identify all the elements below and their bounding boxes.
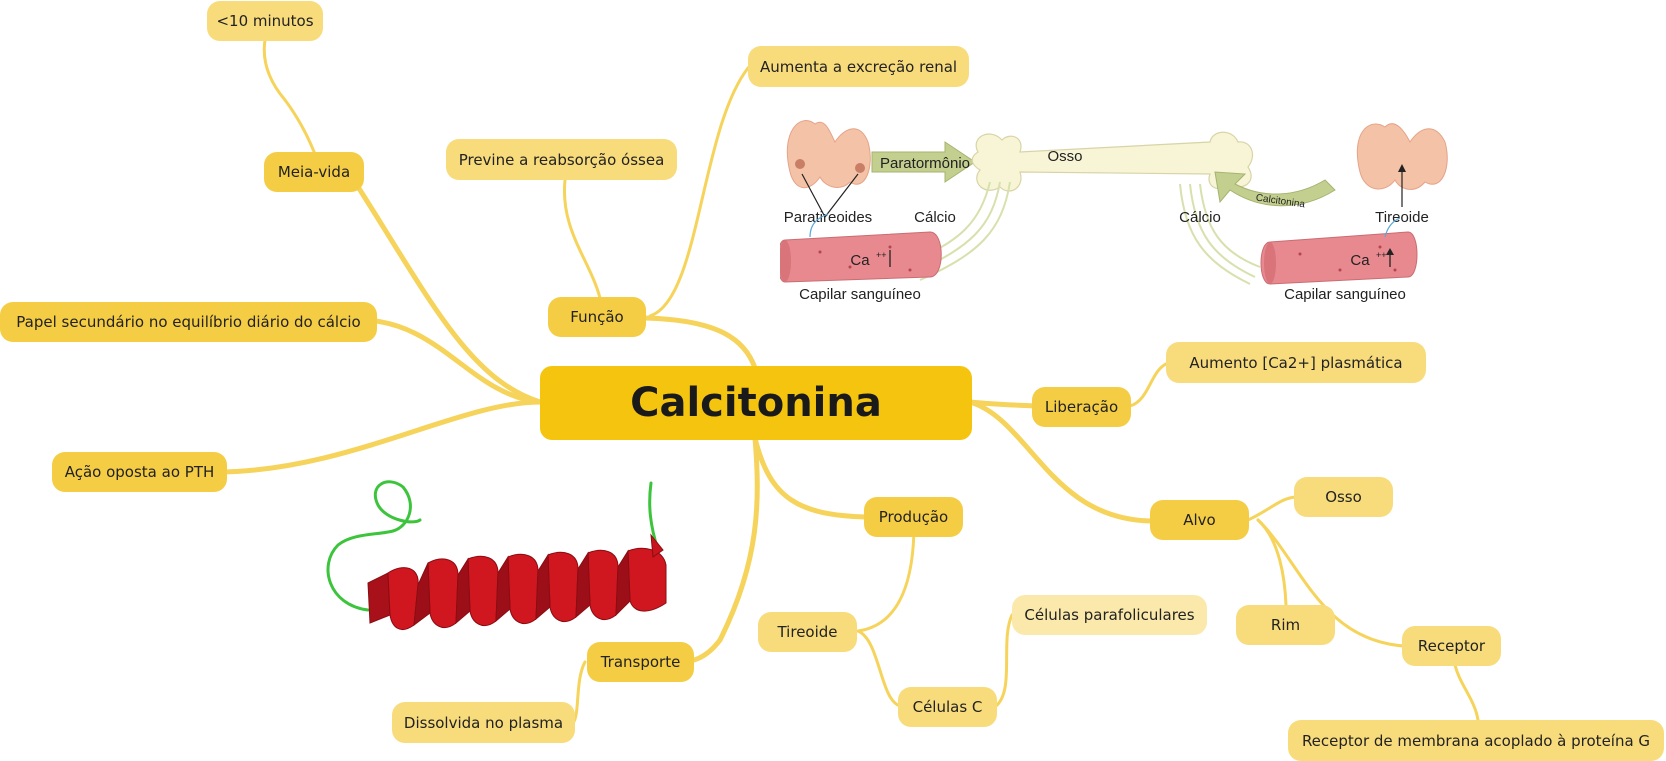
node-funcao[interactable]: Função bbox=[548, 297, 646, 337]
calcium-regulation-figure: Paratireoides Paratormônio Osso Cálcio C… bbox=[780, 120, 1448, 303]
calcitonin-helix-image bbox=[326, 480, 667, 630]
node-celulas-parafoliculares[interactable]: Células parafoliculares bbox=[1012, 595, 1207, 635]
calcio-right-label: Cálcio bbox=[1179, 209, 1221, 226]
node-dissolvida-plasma[interactable]: Dissolvida no plasma bbox=[392, 702, 575, 743]
ca-right-sup: ++ bbox=[1376, 250, 1387, 260]
paratireoides-label: Paratireoides bbox=[784, 209, 872, 226]
node-rim[interactable]: Rim bbox=[1236, 605, 1335, 645]
paratormonio-label: Paratormônio bbox=[880, 155, 970, 172]
node-receptor[interactable]: Receptor bbox=[1402, 626, 1501, 666]
node-liberacao[interactable]: Liberação bbox=[1032, 387, 1131, 427]
node-acao-oposta[interactable]: Ação oposta ao PTH bbox=[52, 452, 227, 492]
node-celulas-c[interactable]: Células C bbox=[898, 687, 997, 727]
node-transporte[interactable]: Transporte bbox=[587, 642, 694, 682]
capillary-right-icon bbox=[1260, 231, 1418, 285]
thyroid-gland-icon bbox=[1356, 123, 1448, 190]
ca-left-label: Ca bbox=[850, 252, 870, 269]
calcio-left-label: Cálcio bbox=[914, 209, 956, 226]
ca-right-label: Ca bbox=[1350, 252, 1370, 269]
node-aumenta-excrecao[interactable]: Aumenta a excreção renal bbox=[748, 46, 969, 87]
node-alvo[interactable]: Alvo bbox=[1150, 500, 1249, 540]
osso-label: Osso bbox=[1047, 148, 1082, 165]
node-papel-secundario[interactable]: Papel secundário no equilíbrio diário do… bbox=[0, 302, 377, 342]
node-meia-vida-child[interactable]: <10 minutos bbox=[207, 1, 323, 41]
bone-icon bbox=[971, 131, 1253, 192]
capillary-left-icon bbox=[780, 231, 942, 283]
central-topic[interactable]: Calcitonina bbox=[540, 366, 972, 440]
parathyroid-gland-icon bbox=[786, 120, 871, 189]
node-aumento-ca[interactable]: Aumento [Ca2+] plasmática bbox=[1166, 342, 1426, 383]
node-meia-vida[interactable]: Meia-vida bbox=[264, 152, 364, 192]
ca-left-sup: ++ bbox=[876, 250, 887, 260]
node-receptor-membrana[interactable]: Receptor de membrana acoplado à proteína… bbox=[1288, 720, 1664, 761]
node-tireoide[interactable]: Tireoide bbox=[758, 612, 857, 652]
tireoide-label: Tireoide bbox=[1375, 209, 1429, 226]
capilar-right-label: Capilar sanguíneo bbox=[1284, 286, 1406, 303]
node-previne-reabsorcao[interactable]: Previne a reabsorção óssea bbox=[446, 139, 677, 180]
node-osso[interactable]: Osso bbox=[1294, 477, 1393, 517]
node-producao[interactable]: Produção bbox=[864, 497, 963, 537]
capilar-left-label: Capilar sanguíneo bbox=[799, 286, 921, 303]
